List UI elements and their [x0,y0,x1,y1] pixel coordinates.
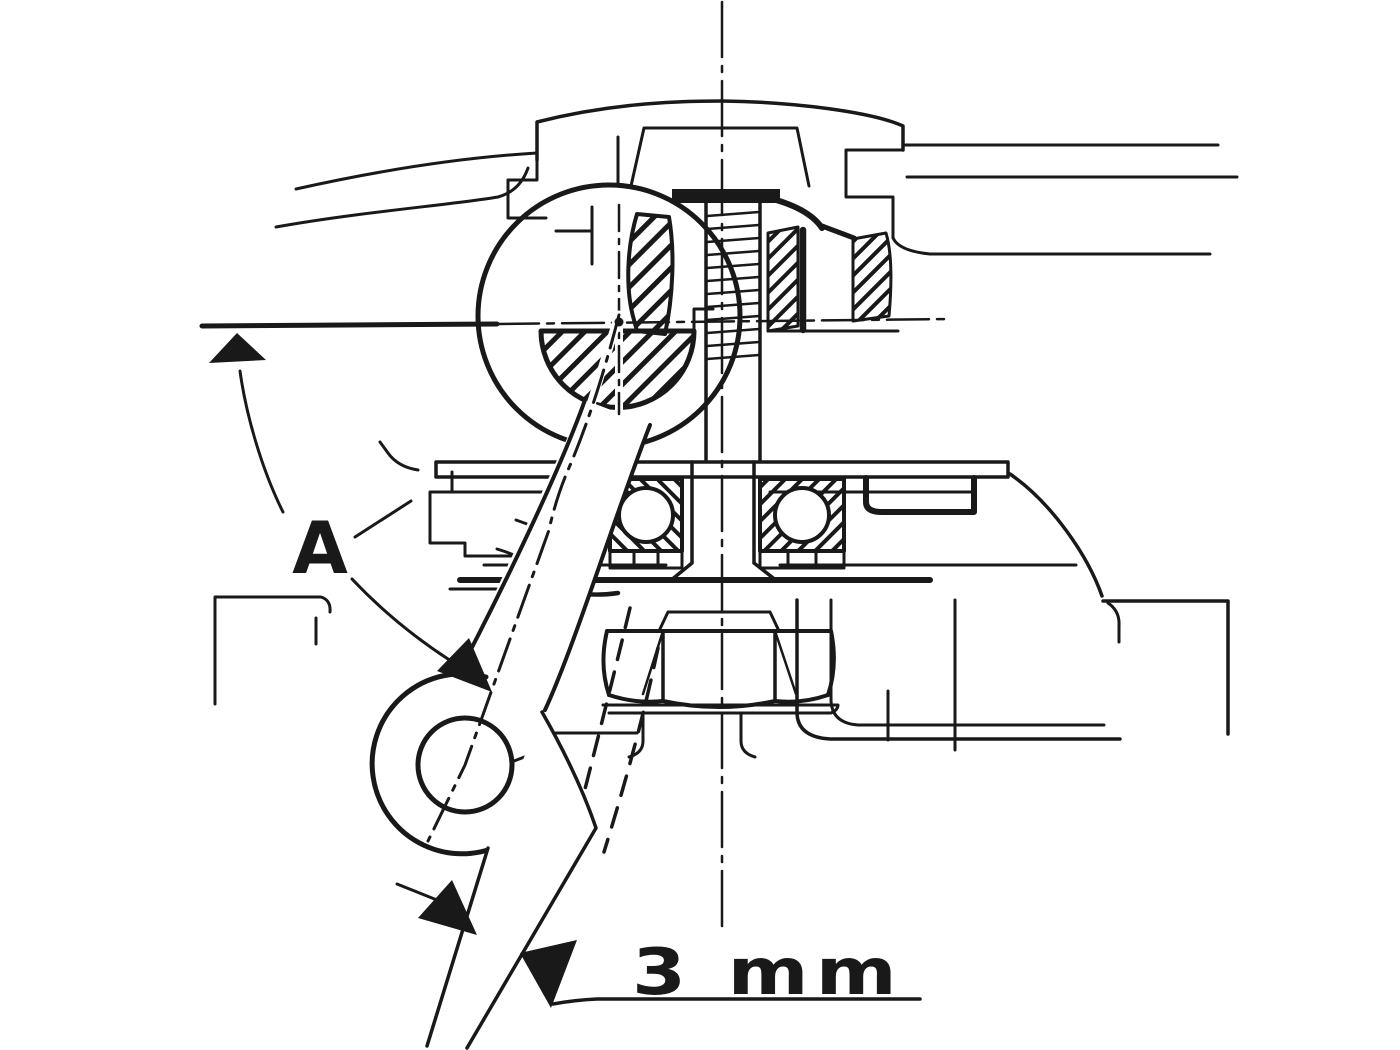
ball-stud-section [626,212,675,336]
rod-body [427,712,596,1048]
socket-housing-steps [554,205,594,266]
bent-bracket-outer [795,598,1122,741]
hex-nut-outline [601,629,836,697]
left-arm-bottom-line [274,166,530,229]
bearing-ball-left [617,486,675,544]
lever-body [452,400,650,712]
lever-axis-centerline [426,313,621,843]
clamp-section-outer [851,231,893,323]
centerlines [199,0,952,930]
stud-shank [668,460,779,583]
rod-right-edge [465,710,598,1050]
dimension-leader-line [551,997,922,1006]
clamp-section-inner [766,225,800,333]
alternate-position-dashed [581,606,660,854]
bracket-corner-curve [378,440,420,472]
left-arm-top-line [294,151,539,191]
left-housing-step [213,595,332,706]
bearing-ball-right [773,486,831,544]
nut-collar [657,610,781,633]
arrowhead-rod-icon [418,880,477,935]
stud-edges [704,201,762,462]
seal-band [672,189,780,203]
centerline-dot [614,317,624,327]
rod-arrow-leader [395,882,439,902]
arrowhead-lever-axis-icon [437,638,492,692]
hex-nut-assembly [550,598,1122,759]
stud-head-trapezoid [629,126,811,188]
annotations: A 3 mm [209,333,922,1010]
hex-nut-bottom [607,693,830,709]
shift-lever [452,398,652,712]
arrowhead-dimension-icon [520,940,577,1008]
lever-right-edge [543,423,652,712]
dimension-label: 3 mm [632,936,904,1010]
reference-line-a [199,321,500,329]
label-a-leader-lower [350,577,453,663]
left-wall-diagonal [353,499,413,539]
lever-rod [425,710,598,1050]
hex-nut-facet-shading [641,629,798,696]
eye-boss-arc [369,671,513,857]
bearing-right-clamp [863,475,977,515]
label-a-leader-upper [238,369,285,514]
right-housing-hook [1106,601,1121,644]
right-housing-step [1101,599,1230,736]
clamp-heavy-top [762,194,825,231]
washer [601,703,840,715]
clamp-bridge [819,223,857,241]
arrowhead-up-icon [209,333,266,363]
right-flange-step [844,148,1212,256]
bent-bracket-inner [829,598,1106,727]
shaft-boss [627,711,757,759]
thread-lines [705,210,761,361]
label-a: A [292,506,348,590]
rod-left-edge [425,846,490,1048]
right-housing-curve [1008,472,1104,598]
hex-nut-facets [661,629,777,703]
alt-lever-dashed-left [581,606,632,799]
alt-lever-dashed-right [602,646,660,854]
lever-left-edge [453,398,587,682]
bracket-steps [428,470,977,558]
horizontal-centerline [495,317,952,326]
